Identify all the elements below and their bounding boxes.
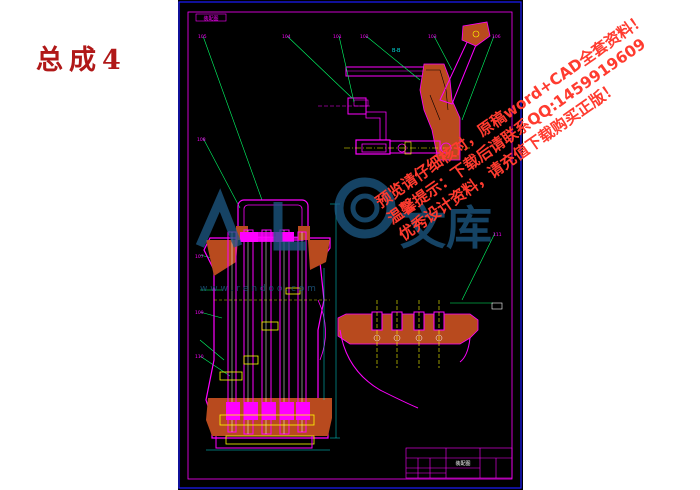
page-heading: 总成4 — [36, 45, 127, 76]
view-label: B-B — [392, 48, 401, 54]
bowl-section-view — [337, 300, 503, 409]
balloon-label: 109 — [195, 310, 204, 316]
balloon-numbers: 105 104 101 102 103 106 108 111 107 109 … — [195, 34, 502, 360]
watermark-url: w w w . r e n d o o . c o m — [200, 284, 316, 294]
frame-tag: 装配图 — [203, 15, 218, 22]
inner-border — [187, 11, 513, 480]
main-section-view — [203, 199, 340, 451]
balloon-label: 105 — [198, 34, 207, 40]
balloon-label: 103 — [428, 34, 437, 40]
title-block — [405, 447, 513, 479]
balloon-label: 106 — [492, 34, 501, 40]
leader-lines-top — [199, 35, 496, 377]
balloon-label: 102 — [360, 34, 369, 40]
balloon-label: 104 — [282, 34, 291, 40]
watermark-logo: 文库 — [195, 177, 492, 255]
section-view-bb: B-B — [318, 21, 491, 161]
balloon-label: 101 — [333, 34, 342, 40]
frame-tag-box — [195, 13, 227, 22]
outer-border — [178, 1, 522, 489]
balloon-label: 108 — [197, 137, 206, 143]
balloon-label: 111 — [493, 232, 502, 238]
watermark-logo-text: 文库 — [400, 201, 492, 255]
title-block-name: 装配图 — [455, 460, 470, 467]
balloon-label: 110 — [195, 354, 204, 360]
balloon-label: 107 — [195, 254, 204, 260]
